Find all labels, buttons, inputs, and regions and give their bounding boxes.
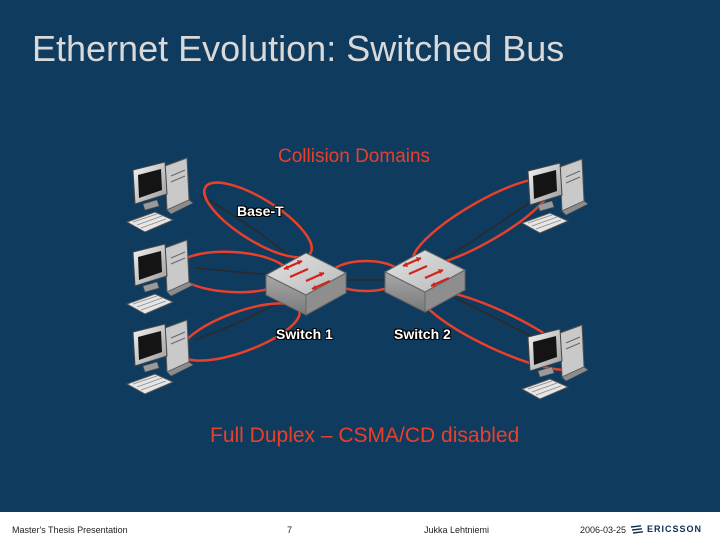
computer-icon [521,158,589,234]
slide-footer: Master's Thesis Presentation 7 Jukka Leh… [0,512,720,540]
base-t-label: Base-T [237,203,284,219]
footer-presentation: Master's Thesis Presentation [12,525,128,535]
slide-title: Ethernet Evolution: Switched Bus [32,28,565,69]
computer-icon [521,324,589,400]
footer-author: Jukka Lehtniemi [424,525,490,535]
computer-icon [126,157,194,233]
ericsson-logo-icon [630,525,644,534]
footer-date: 2006-03-25 [580,525,627,535]
computer-icon [126,319,194,395]
footer-page-number: 7 [287,525,293,535]
switch-2-label: Switch 2 [394,326,451,342]
ericsson-logo-text: ERICSSON [647,524,703,534]
computer-icon [126,239,194,315]
full-duplex-caption: Full Duplex – CSMA/CD disabled [210,424,520,447]
cable-pc-mid-left [194,267,273,276]
collision-domain-ellipse [203,181,313,259]
collision-domains-label: Collision Domains [278,146,431,167]
switch-1-label: Switch 1 [276,326,333,342]
